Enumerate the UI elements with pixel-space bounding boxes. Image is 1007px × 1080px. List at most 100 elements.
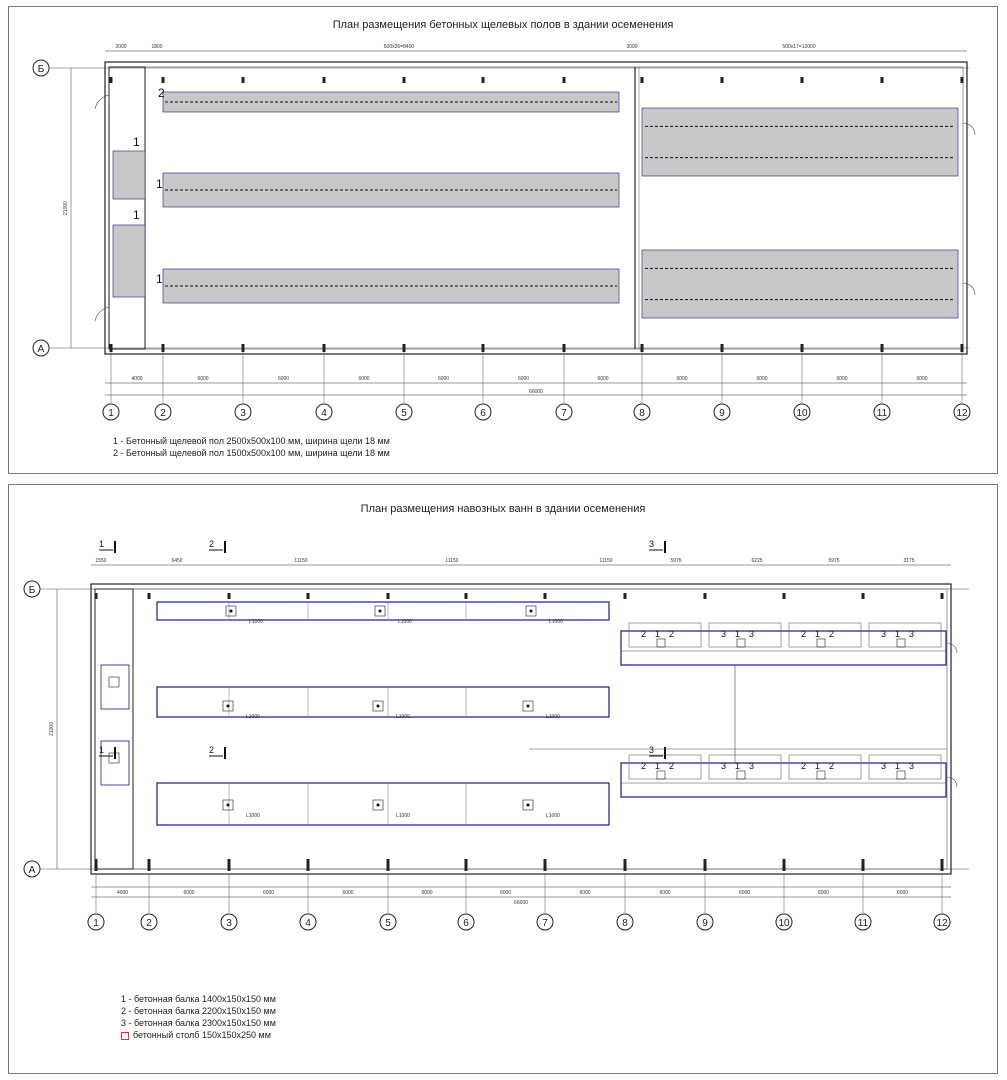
axis-label: 7 xyxy=(542,918,548,929)
column-post xyxy=(562,344,566,352)
dimension-label: 6000 xyxy=(579,890,590,896)
section-mark-label: 3 xyxy=(649,539,654,549)
column-post xyxy=(227,593,231,599)
post-marker xyxy=(896,770,906,780)
dimension-label: 66000 xyxy=(529,389,543,395)
dimension-label: 6000 xyxy=(818,890,829,896)
axis-bubble xyxy=(633,403,651,421)
column-post xyxy=(623,593,627,599)
slatted-floor-plan-panel: План размещения бетонных щелевых полов в… xyxy=(8,6,998,474)
axis-label: 10 xyxy=(796,408,808,419)
axis-bubble xyxy=(220,913,238,931)
column-post xyxy=(782,593,786,599)
corridor-post xyxy=(108,676,120,688)
dimension-label: 6225 xyxy=(751,558,762,564)
stall-beam-label: 1 xyxy=(735,629,740,639)
axis-bubble xyxy=(713,403,731,421)
dimension-label: 11150 xyxy=(445,558,458,564)
post-marker xyxy=(656,638,666,648)
post-center xyxy=(529,609,533,613)
axis-label: 10 xyxy=(778,918,790,929)
axis-bubble xyxy=(299,913,317,931)
stall-beam-label: 1 xyxy=(655,761,660,771)
door-swing xyxy=(962,282,976,296)
axis-bubble xyxy=(953,403,971,421)
column-post xyxy=(481,77,485,83)
door-swing xyxy=(94,94,110,110)
slatted-floor-plan-title: План размещения бетонных щелевых полов в… xyxy=(332,19,674,31)
post-marker xyxy=(736,770,746,780)
column-post xyxy=(703,859,707,871)
beam-callout: L1000 xyxy=(396,813,410,819)
dimension-label: 6000 xyxy=(438,376,449,382)
dimension-label: 21000 xyxy=(63,201,69,215)
dimension-label: 5975 xyxy=(828,558,839,564)
beam-callout: L1000 xyxy=(246,813,260,819)
manure-bath-right xyxy=(620,630,947,666)
dimension-label: 6000 xyxy=(421,890,432,896)
slat-type-label: 1 xyxy=(156,272,163,286)
column-post xyxy=(960,344,964,352)
service-corridor xyxy=(94,588,134,870)
axis-bubble xyxy=(555,403,573,421)
beam-callout: L1000 xyxy=(549,619,563,625)
post-marker xyxy=(525,605,537,617)
slat-type-label: 1 xyxy=(156,177,163,191)
axis-bubble xyxy=(854,913,872,931)
legend-item: 1 - Бетонный щелевой пол 2500х500х100 мм… xyxy=(113,436,390,446)
door-swing xyxy=(946,642,958,654)
section-mark-label: 1 xyxy=(99,745,104,755)
corridor-slat-panel xyxy=(112,150,146,200)
post-center xyxy=(226,803,230,807)
stall-beam-label: 2 xyxy=(669,761,674,771)
post-center xyxy=(226,704,230,708)
dimension-label: 6000 xyxy=(756,376,767,382)
column-post xyxy=(640,77,644,83)
column-post xyxy=(640,344,644,352)
post-marker xyxy=(222,799,234,811)
dimension-label: 6000 xyxy=(358,376,369,382)
beam-callout: L1000 xyxy=(546,714,560,720)
stall-beam-label: 3 xyxy=(909,761,914,771)
post-marker xyxy=(736,638,746,648)
column-post xyxy=(402,77,406,83)
axis-bubble xyxy=(154,403,172,421)
post-marker xyxy=(374,605,386,617)
door-swing xyxy=(962,122,976,136)
section-mark-label: 2 xyxy=(209,539,214,549)
axis-label: 2 xyxy=(146,918,152,929)
dimension-label: 6000 xyxy=(597,376,608,382)
axis-label: 3 xyxy=(226,918,232,929)
stall-beam-label: 3 xyxy=(881,629,886,639)
axis-label: 6 xyxy=(480,408,486,419)
manure-bath xyxy=(156,782,610,826)
manure-bath-plan-panel: План размещения навозных ванн в здании о… xyxy=(8,484,998,1074)
legend-item: 2 - бетонная балка 2200х150х150 мм xyxy=(121,1006,276,1016)
column-post xyxy=(800,344,804,352)
column-post xyxy=(386,859,390,871)
stall-beam-label: 1 xyxy=(655,629,660,639)
axis-bubble xyxy=(474,403,492,421)
manure-bath-legend: 1 - бетонная балка 1400х150х150 мм 2 - б… xyxy=(121,993,276,1041)
axis-bubble xyxy=(379,913,397,931)
dimension-label: 4000 xyxy=(131,376,142,382)
legend-item-label: бетонный столб 150х150х250 мм xyxy=(133,1030,271,1040)
column-post xyxy=(241,344,245,352)
column-post xyxy=(227,859,231,871)
post-marker xyxy=(816,770,826,780)
dimension-label: 11150 xyxy=(294,558,307,564)
post-marker xyxy=(522,700,534,712)
axis-label: 8 xyxy=(639,408,645,419)
axis-bubble xyxy=(234,403,252,421)
axis-bubble xyxy=(140,913,158,931)
dimension-label: 5975 xyxy=(670,558,681,564)
dimension-label: 500x17=12000 xyxy=(782,44,815,50)
column-post xyxy=(703,593,707,599)
column-post xyxy=(402,344,406,352)
legend-item: 1 - бетонная балка 1400х150х150 мм xyxy=(121,994,276,1004)
building-outline xyxy=(104,61,968,355)
axis-label: 8 xyxy=(622,918,628,929)
column-post xyxy=(880,77,884,83)
column-post xyxy=(720,344,724,352)
